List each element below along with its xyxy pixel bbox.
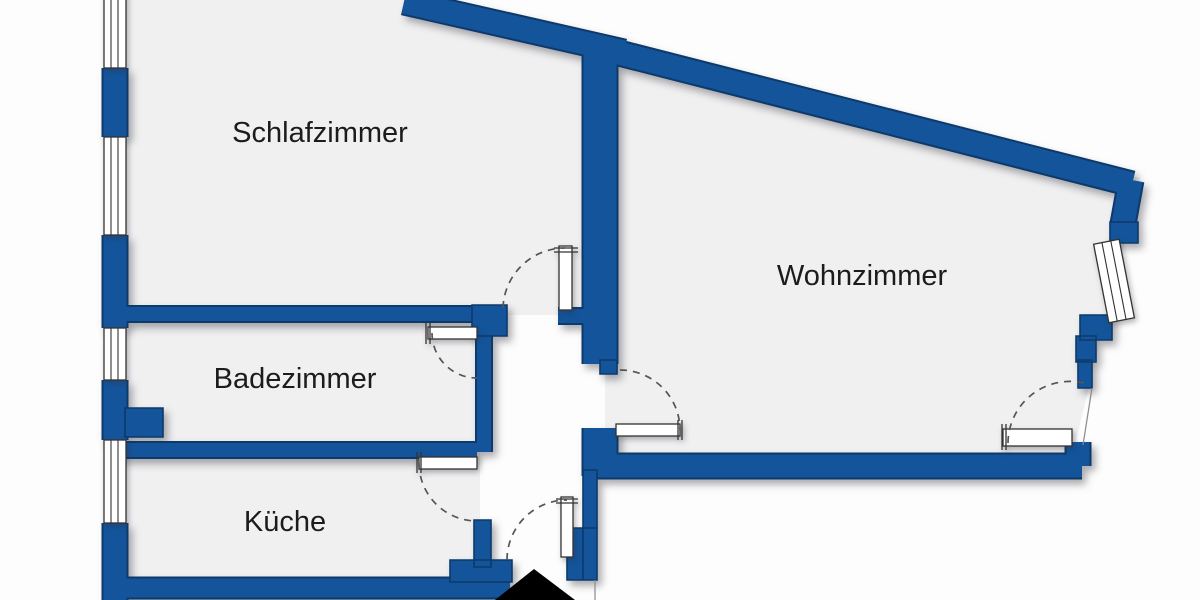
door-swing-arcs bbox=[418, 247, 1085, 561]
room-badezimmer-floor bbox=[115, 310, 488, 450]
kueche-door-leaf bbox=[418, 456, 478, 470]
entrance-door-arc bbox=[506, 499, 568, 561]
balcony-door-arc bbox=[1007, 380, 1085, 444]
walls bbox=[105, 2, 1138, 600]
room-label-schlafzimmer: Schlafzimmer bbox=[232, 117, 408, 149]
room-label-kueche: Küche bbox=[244, 506, 326, 538]
left-window-2-icon bbox=[103, 136, 127, 236]
schlafzimmer-door-leaf bbox=[558, 245, 573, 311]
room-labels: Schlafzimmer Wohnzimmer Badezimmer Küche bbox=[214, 117, 948, 538]
left-window-1-icon bbox=[103, 0, 127, 69]
kueche-door-arc bbox=[418, 462, 478, 522]
balcony-doorway-face-line bbox=[1082, 387, 1093, 446]
badezimmer-door-leaf bbox=[427, 326, 478, 340]
entrance-door-leaf bbox=[560, 496, 574, 558]
balcony-door-leaf bbox=[1002, 428, 1073, 447]
wohnzimmer-door-leaf bbox=[615, 423, 681, 437]
room-kueche-floor bbox=[115, 445, 480, 585]
entrance-arrow-icon bbox=[495, 569, 575, 600]
room-schlafzimmer-floor bbox=[120, 0, 612, 315]
room-label-wohnzimmer: Wohnzimmer bbox=[777, 260, 948, 292]
schlafzimmer-door-arc bbox=[502, 247, 566, 309]
room-floors bbox=[115, 0, 1140, 585]
east-window-icon bbox=[1092, 238, 1136, 324]
door-hinge-ticks bbox=[416, 247, 1007, 504]
left-window-3-icon bbox=[103, 327, 127, 381]
openings bbox=[103, 0, 1136, 558]
wohnzimmer-door-arc bbox=[619, 369, 681, 431]
wall-blocks bbox=[124, 221, 1139, 583]
room-label-badezimmer: Badezimmer bbox=[214, 363, 377, 395]
left-window-4-icon bbox=[103, 439, 127, 524]
